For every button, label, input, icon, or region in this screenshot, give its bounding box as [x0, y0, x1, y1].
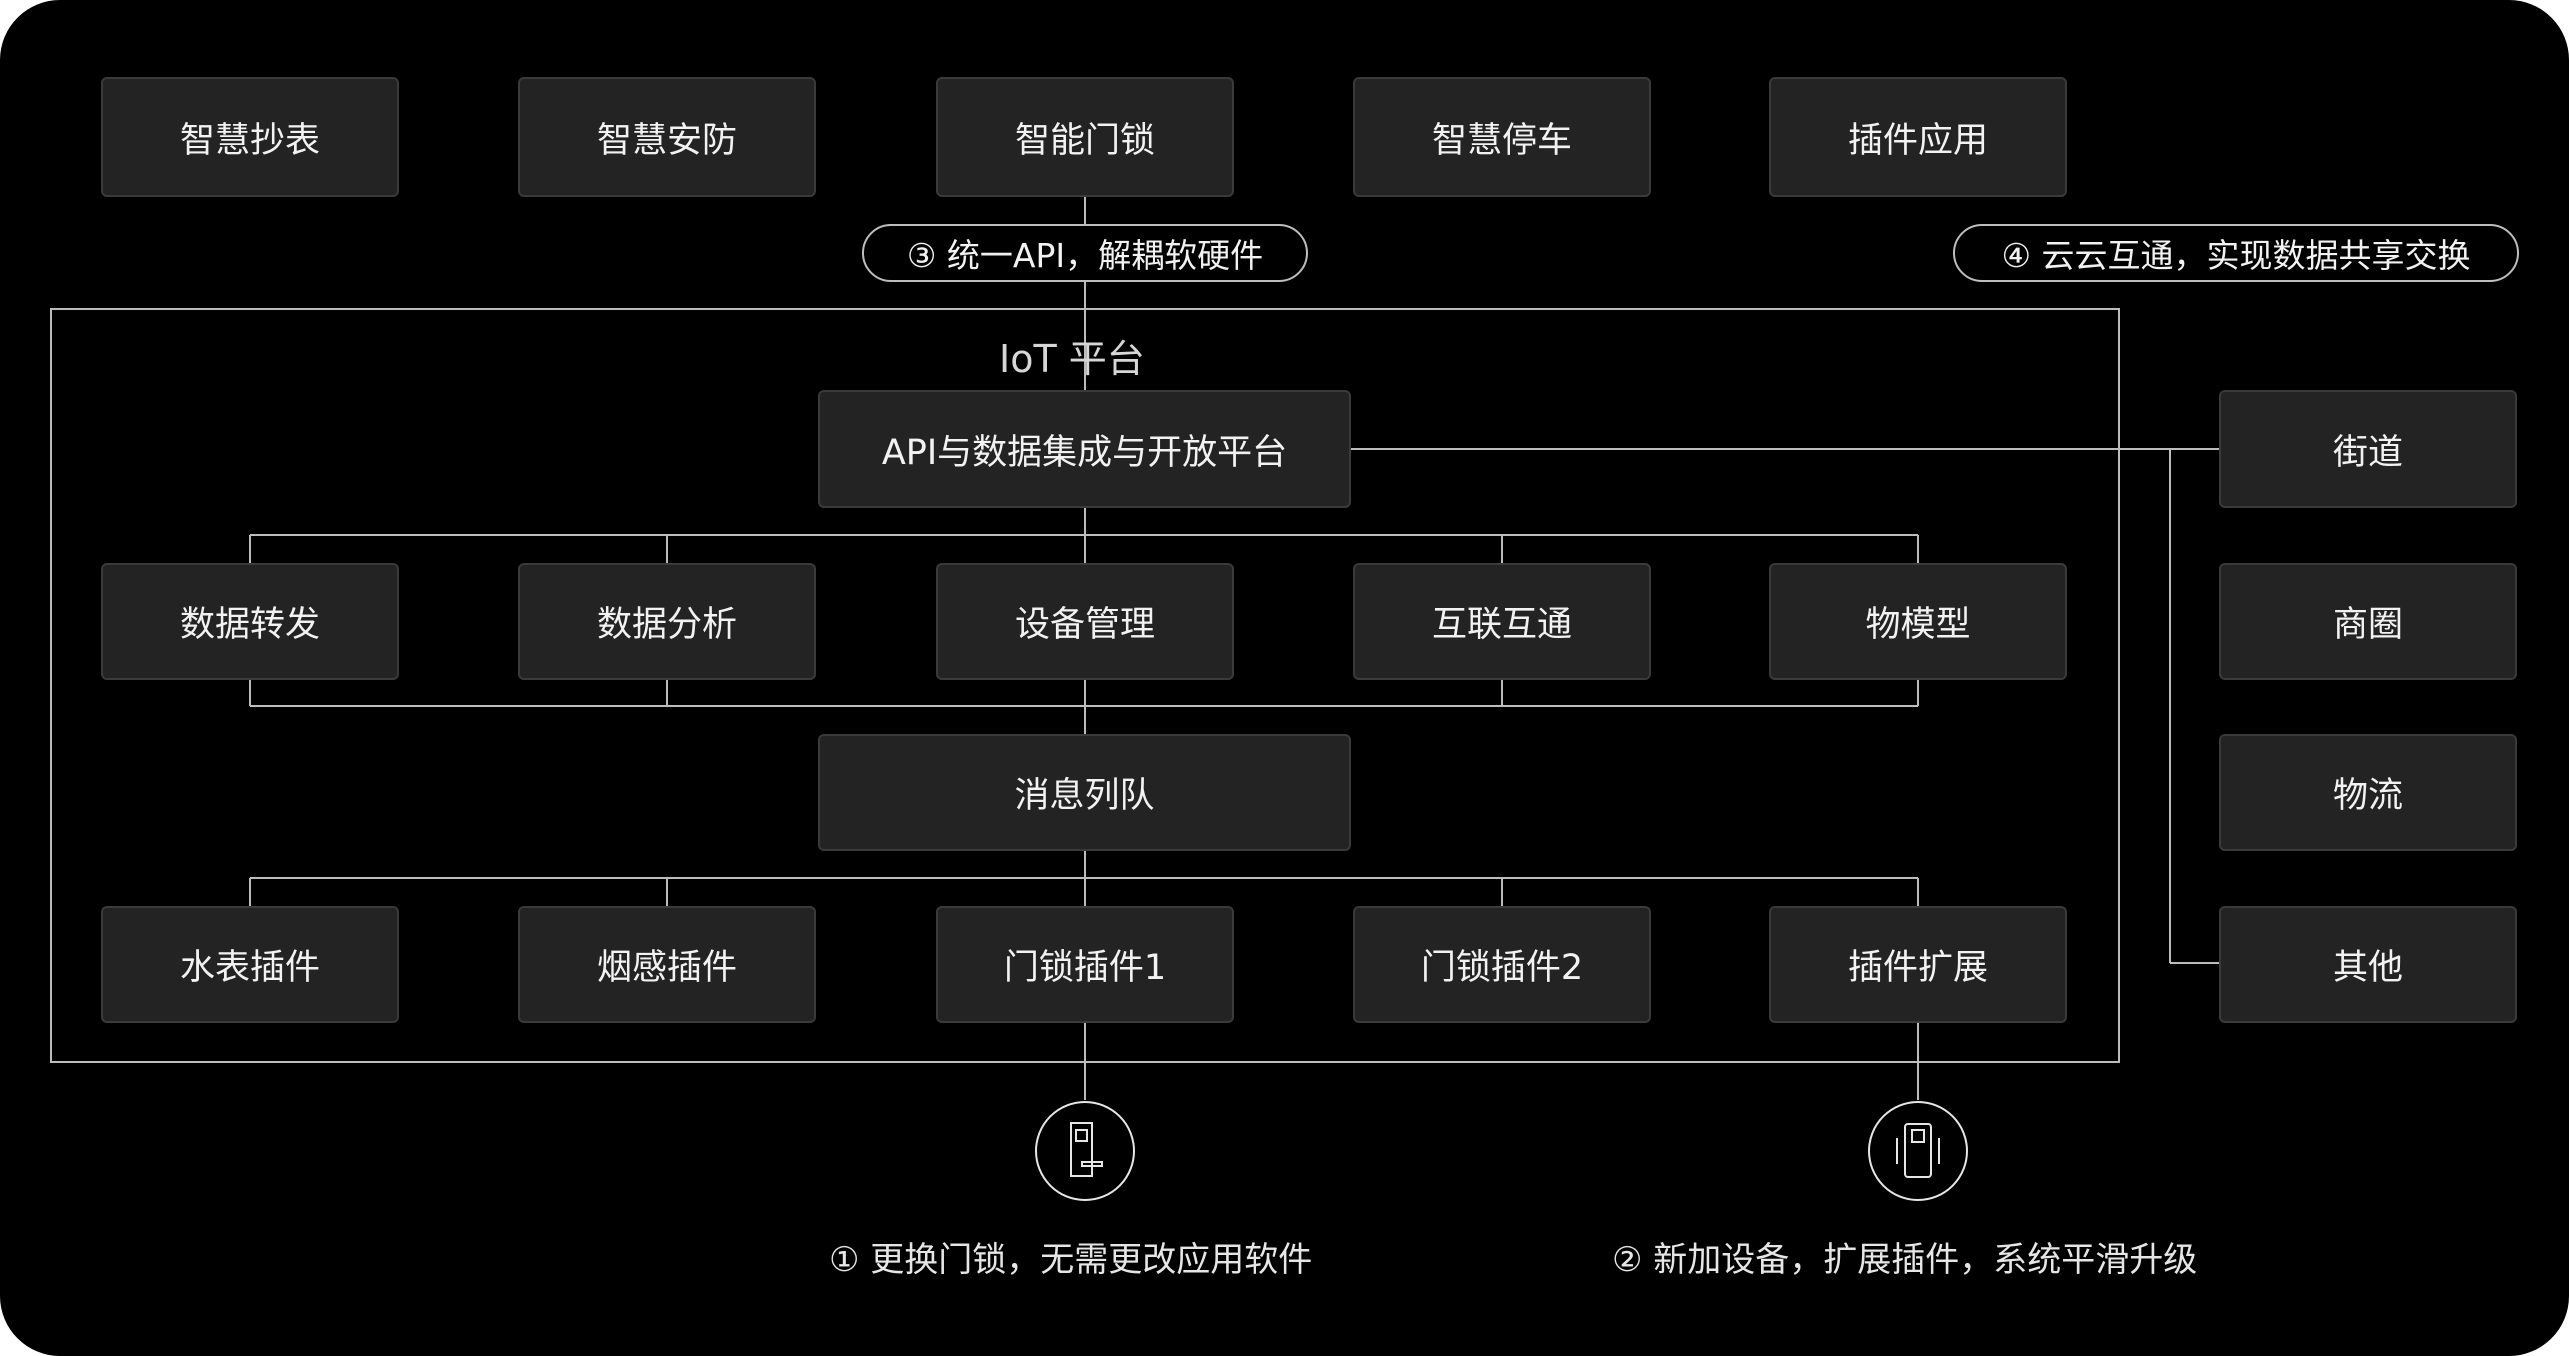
api-data-platform: API与数据集成与开放平台 — [818, 390, 1351, 508]
plugin-extension: 插件扩展 — [1769, 906, 2067, 1023]
api-note: ③ 统一API，解耦软硬件 — [862, 224, 1308, 282]
app-plugin-application: 插件应用 — [1769, 77, 2067, 197]
plugin-door-lock-2: 门锁插件2 — [1353, 906, 1651, 1023]
door-lock-icon — [1035, 1101, 1135, 1201]
platform-title: IoT 平台 — [999, 337, 1145, 381]
service-device-management: 设备管理 — [936, 563, 1234, 680]
scenario-logistics: 物流 — [2219, 734, 2517, 851]
app-smart-security: 智慧安防 — [518, 77, 816, 197]
plugin-door-lock-1: 门锁插件1 — [936, 906, 1234, 1023]
scenario-business-district: 商圈 — [2219, 563, 2517, 680]
service-thing-model: 物模型 — [1769, 563, 2067, 680]
service-interconnection: 互联互通 — [1353, 563, 1651, 680]
caption-add-device: ② 新加设备，扩展插件，系统平滑升级 — [1612, 1240, 2198, 1280]
sensor-device-icon — [1868, 1101, 1968, 1201]
scenario-other: 其他 — [2219, 906, 2517, 1023]
plugin-water-meter: 水表插件 — [101, 906, 399, 1023]
app-smart-door-lock: 智能门锁 — [936, 77, 1234, 197]
scenario-street: 街道 — [2219, 390, 2517, 508]
app-smart-parking: 智慧停车 — [1353, 77, 1651, 197]
service-data-forwarding: 数据转发 — [101, 563, 399, 680]
service-data-analysis: 数据分析 — [518, 563, 816, 680]
app-smart-meter-reading: 智慧抄表 — [101, 77, 399, 197]
caption-replace-lock: ① 更换门锁，无需更改应用软件 — [829, 1240, 1313, 1280]
plugin-smoke-sensor: 烟感插件 — [518, 906, 816, 1023]
message-queue: 消息列队 — [818, 734, 1351, 851]
cloud-interconnect-note: ④ 云云互通，实现数据共享交换 — [1953, 224, 2519, 282]
